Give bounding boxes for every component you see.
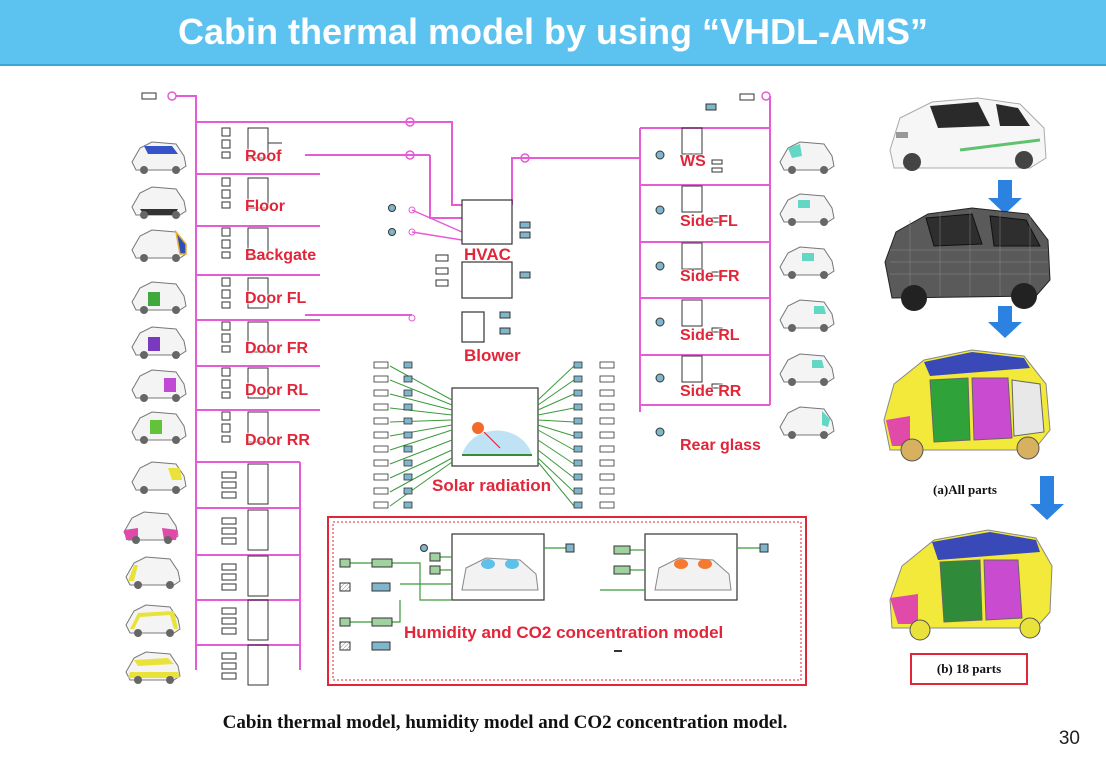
solar-port [599, 431, 615, 439]
solar-port [573, 361, 583, 369]
solar-port [403, 403, 413, 411]
solar-port [573, 403, 583, 411]
car-thumb-floor [131, 186, 187, 219]
solar-port [599, 403, 615, 411]
label-blower: Blower [464, 346, 521, 365]
solar-port [599, 445, 615, 453]
solar-port [403, 445, 413, 453]
car-thumb-door-rl [131, 369, 187, 402]
solar-port [373, 389, 389, 397]
label-floor: Floor [245, 198, 285, 215]
caption-all-parts: (a)All parts [933, 482, 997, 497]
vehicle-photo-real [889, 97, 1047, 171]
solar-port [599, 375, 615, 383]
vehicle-parts-18 [889, 529, 1053, 641]
label-door-rr: Door RR [245, 432, 310, 449]
label-side-fl: Side FL [680, 213, 738, 230]
solar-port [373, 431, 389, 439]
arrow-down-2 [988, 306, 1022, 338]
solar-port [403, 389, 413, 397]
solar-port [599, 417, 615, 425]
solar-port [373, 473, 389, 481]
solar-port [403, 459, 413, 467]
solar-port [573, 431, 583, 439]
solar-port [373, 445, 389, 453]
page-number: 30 [1058, 728, 1080, 749]
title-bar [0, 0, 1106, 66]
figure-caption: Cabin thermal model, humidity model and … [222, 712, 788, 733]
label-humidity-model: Humidity and CO2 concentration model [404, 623, 724, 642]
solar-port [573, 445, 583, 453]
solar-port [403, 431, 413, 439]
car-thumb-pillar-a [131, 461, 187, 494]
humidity-box [327, 516, 807, 686]
label-door-fr: Door FR [245, 340, 309, 357]
solar-port [373, 501, 389, 509]
solar-port [573, 417, 583, 425]
label-door-rl: Door RL [245, 382, 309, 399]
solar-port [573, 487, 583, 495]
slide-title: Cabin thermal model by using “VHDL-AMS” [177, 11, 929, 52]
solar-port [599, 389, 615, 397]
solar-port [599, 459, 615, 467]
label-side-fr: Side FR [680, 268, 740, 285]
solar-port [599, 361, 615, 369]
left-car-column [123, 141, 187, 684]
label-hvac: HVAC [464, 245, 511, 264]
solar-port [373, 417, 389, 425]
solar-port [403, 501, 413, 509]
label-side-rr: Side RR [680, 383, 742, 400]
solar-port [373, 375, 389, 383]
car-thumb-roof [131, 141, 187, 174]
arrow-down-1 [988, 180, 1022, 214]
solar-port [573, 389, 583, 397]
label-solar-radiation: Solar radiation [432, 476, 552, 495]
label-rear-glass: Rear glass [680, 437, 761, 454]
car-thumb-bumper [123, 511, 179, 544]
car-thumb-door-fr [131, 326, 187, 359]
label-roof: Roof [245, 148, 282, 165]
label-side-rl: Side RL [680, 327, 740, 344]
solar-port [403, 417, 413, 425]
car-thumb-backgate [131, 229, 187, 262]
caption-18-parts: (b) 18 parts [910, 653, 1028, 685]
car-thumb-frame-1 [125, 556, 181, 589]
car-thumb-frame-3 [125, 651, 181, 684]
solar-port [599, 473, 615, 481]
label-door-fl: Door FL [245, 290, 307, 307]
solar-port [599, 487, 615, 495]
vehicle-parts-all [883, 349, 1051, 462]
left-sub-blocks [141, 92, 282, 686]
solar-port [373, 459, 389, 467]
solar-port [573, 501, 583, 509]
car-thumb-door-fl [131, 281, 187, 314]
solar-port [403, 487, 413, 495]
solar-port [403, 473, 413, 481]
solar-port [403, 375, 413, 383]
label-ws: WS [680, 153, 706, 170]
solar-port [403, 361, 413, 369]
label-backgate: Backgate [245, 247, 317, 264]
right-car-column [779, 141, 835, 439]
solar-port [573, 473, 583, 481]
left-wiring [176, 95, 430, 670]
solar-port [373, 487, 389, 495]
solar-port [599, 501, 615, 509]
solar-port [373, 361, 389, 369]
solar-ports [373, 361, 615, 509]
right-sub-blocks [655, 91, 771, 437]
hvac-block [388, 117, 640, 343]
solar-block [389, 365, 575, 507]
car-thumb-frame-2 [125, 604, 181, 637]
solar-port [573, 459, 583, 467]
solar-port [373, 403, 389, 411]
solar-port [573, 375, 583, 383]
arrow-down-3 [1030, 476, 1064, 520]
vehicle-mesh [884, 207, 1051, 311]
right-wiring [639, 96, 771, 412]
car-thumb-door-rr [131, 411, 187, 444]
